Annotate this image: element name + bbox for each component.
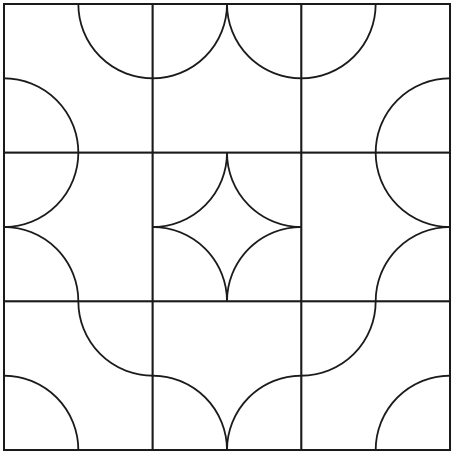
arc-r1-c1-top-right [226, 152, 302, 228]
tile-r2-c2 [300, 300, 452, 452]
arc-r1-c2-top-right [374, 152, 451, 228]
tile-r2-c1 [151, 300, 303, 452]
arc-r0-c2-bottom-right [374, 77, 451, 153]
arc-r0-c1-top-left [152, 3, 228, 80]
arc-r0-c2-top-left [301, 3, 377, 80]
arc-r1-c1-bottom-right [226, 226, 302, 302]
arc-r0-c0-bottom-left [3, 77, 80, 153]
arc-r2-c2-top-left [301, 301, 377, 377]
arc-r1-c1-top-left [152, 152, 228, 228]
arc-r0-c1-top-right [226, 3, 302, 80]
tile-r1-c1 [151, 151, 303, 303]
tile-r1-c2 [300, 151, 452, 303]
arc-r1-c0-bottom-left [3, 226, 80, 302]
arc-r2-c0-top-right [77, 301, 153, 377]
tile-r1-c0 [3, 151, 154, 303]
tiles-layer [3, 3, 452, 452]
arcs-layer [3, 3, 451, 451]
arc-r2-c2-bottom-right [374, 374, 451, 451]
arc-r2-c0-bottom-left [3, 374, 80, 451]
arc-r2-c1-bottom-right [226, 374, 302, 451]
arc-r1-c2-bottom-right [374, 226, 451, 302]
arc-r2-c1-bottom-left [152, 374, 228, 451]
tile-r0-c2 [300, 3, 452, 154]
tile-r0-c1 [151, 3, 303, 154]
tile-r2-c0 [3, 300, 154, 452]
arc-r0-c0-top-right [77, 3, 153, 80]
tile-r0-c0 [3, 3, 154, 154]
arc-r1-c0-top-left [3, 152, 80, 228]
arc-r1-c1-bottom-left [152, 226, 228, 302]
